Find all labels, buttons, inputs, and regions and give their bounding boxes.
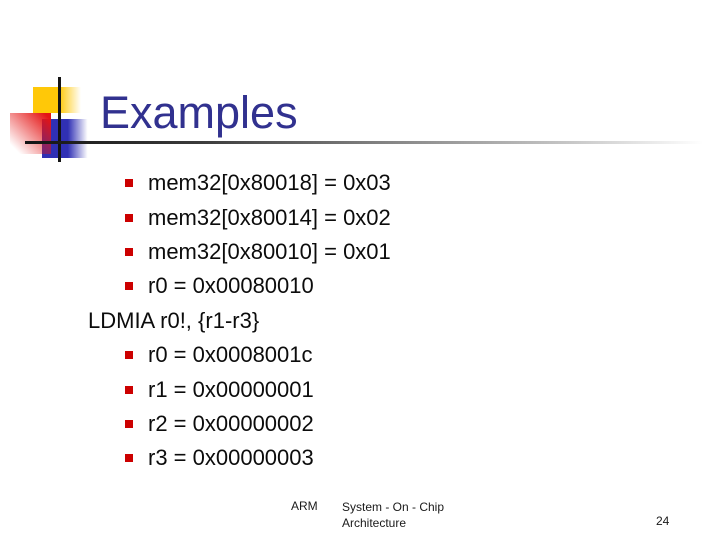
bullet-list: mem32[0x80018] = 0x03 mem32[0x80014] = 0… [88,166,391,476]
bullet-square-icon [125,454,133,463]
footer-arm-label: ARM [291,499,318,513]
footer-course-title-line2: Architecture [342,516,407,530]
list-item-text: r0 = 0x00080010 [148,273,314,299]
slide-title: Examples [100,87,298,138]
list-item: mem32[0x80014] = 0x02 [88,200,391,234]
list-item-text: r2 = 0x00000002 [148,410,314,436]
list-item-text: r0 = 0x0008001c [148,342,313,368]
footer-course-title-line1: System - On - Chip [342,500,445,514]
list-item: mem32[0x80018] = 0x03 [88,166,391,200]
bullet-square-icon [125,213,133,222]
decor-vertical-line [58,77,61,162]
bullet-square-icon [125,419,133,428]
list-item: r0 = 0x0008001c [88,338,391,372]
bullet-square-icon [125,282,133,291]
list-item-text: r1 = 0x00000001 [148,376,314,402]
page-number: 24 [656,514,670,528]
bullet-square-icon [125,247,133,256]
list-item-text: r3 = 0x00000003 [148,445,314,471]
list-item-text: mem32[0x80014] = 0x02 [148,204,391,230]
list-item: mem32[0x80010] = 0x01 [88,235,391,269]
list-item: r3 = 0x00000003 [88,441,391,475]
list-item: r2 = 0x00000002 [88,407,391,441]
footer-course-title: System - On - Chip Architecture [342,499,444,531]
list-item: r0 = 0x00080010 [88,269,391,303]
list-item-text: mem32[0x80010] = 0x01 [148,238,391,264]
bullet-square-icon [125,179,133,188]
title-underline-rule [25,141,710,144]
bullet-square-icon [125,385,133,394]
bullet-square-icon [125,351,133,360]
list-item-text: mem32[0x80018] = 0x03 [148,170,391,196]
list-item: r1 = 0x00000001 [88,372,391,406]
decor-red-square [10,113,51,154]
list-item: LDMIA r0!, {r1-r3} [88,304,391,338]
list-item-text: LDMIA r0!, {r1-r3} [88,307,260,333]
